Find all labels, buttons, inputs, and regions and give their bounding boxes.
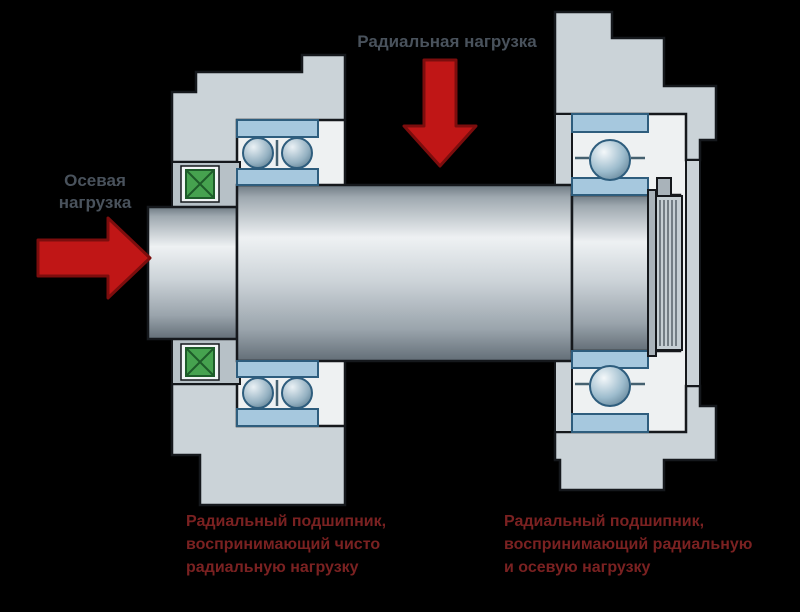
shaft-main (235, 183, 574, 363)
left-bearing-caption: Радиальный подшипник, воспринимающий чис… (186, 513, 386, 576)
right-ball-bearing (571, 113, 649, 433)
right-caption-line2: воспринимающий радиальную (504, 536, 753, 553)
left-housing-lower (170, 382, 347, 507)
radial-load-down-arrow (402, 58, 478, 168)
shaft (146, 183, 682, 363)
right-housing-side-wall (685, 159, 701, 387)
left-bearing-roller-top-1 (242, 137, 274, 169)
shaft-small-step (146, 205, 239, 341)
left-caption-line2: воспринимающий чисто (186, 536, 380, 553)
left-bearing-inner-ring-top (236, 168, 319, 186)
radial-load-label: Радиальная нагрузка (357, 32, 537, 51)
right-bearing-ball-top (589, 139, 631, 181)
lock-washer (647, 189, 657, 357)
left-caption-line1: Радиальный подшипник, (186, 513, 386, 530)
right-bearing-caption: Радиальный подшипник, воспринимающий рад… (504, 513, 753, 576)
right-caption-line1: Радиальный подшипник, (504, 513, 704, 530)
axial-load-label-line1: Осевая (64, 171, 126, 190)
left-caption-line3: радиальную нагрузку (186, 559, 359, 576)
right-bearing-outer-ring-bottom (571, 413, 649, 433)
shaft-seals (180, 165, 220, 381)
left-bearing-outer-ring-bottom (236, 408, 319, 427)
seal-top-spring-cross (185, 169, 215, 199)
right-housing (553, 10, 718, 492)
left-roller-bearing (236, 119, 319, 427)
axial-load-right-arrow (36, 216, 152, 300)
right-housing-upper (553, 10, 718, 162)
right-caption-line3: и осевую нагрузку (504, 559, 651, 576)
right-bearing-ball-bottom (589, 365, 631, 407)
left-bearing-roller-bottom-1 (242, 377, 274, 409)
lock-nut-assembly (647, 177, 683, 357)
right-bearing-outer-ring-top (571, 113, 649, 133)
left-bearing-outer-ring-top (236, 119, 319, 138)
left-bearing-roller-bottom-2 (281, 377, 313, 409)
axial-load-label-line2: нагрузка (59, 193, 132, 212)
left-bearing-roller-top-2 (281, 137, 313, 169)
thread-lines (659, 200, 677, 346)
seal-bottom-spring-cross (185, 347, 215, 377)
left-bearing-inner-ring-bottom (236, 360, 319, 378)
